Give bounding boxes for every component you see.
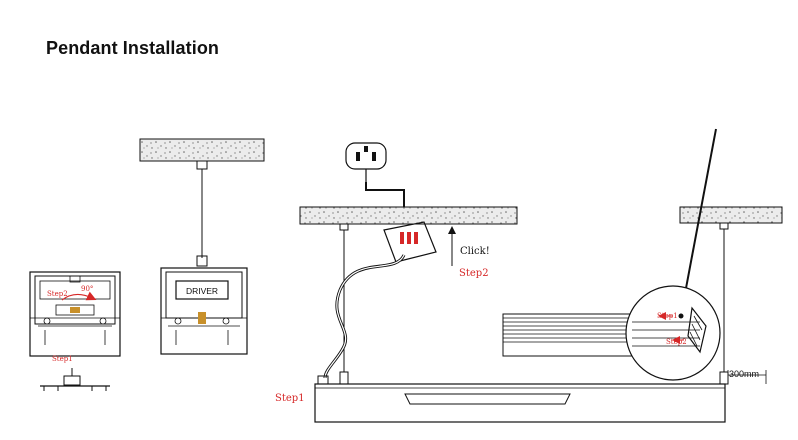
driver-label: DRIVER (186, 286, 218, 296)
step1-label-profile: Step1 (52, 355, 73, 363)
mounting-bracket (40, 368, 110, 391)
page-title: Pendant Installation (46, 38, 220, 58)
step1-label-detail: Step1 (657, 312, 678, 320)
distance-label: 300mm (729, 369, 759, 379)
step1-label-fixture: Step1 (275, 393, 305, 404)
profile-cross-section: Step2 90° Step1 (29, 271, 121, 391)
rotate-arrow-icon (61, 291, 97, 301)
wired-pendant-assembly: Click! Step2 Step1 (275, 142, 729, 423)
step2-label-connector: Step2 (459, 268, 489, 279)
step2-label-detail: Step2 (666, 338, 687, 346)
angle-label: 90° (81, 285, 93, 293)
step2-label-profile: Step2 (47, 290, 68, 298)
suspension-detail: Step1 Step2 300mm (502, 128, 783, 384)
connector-box (383, 221, 437, 263)
click-label: Click! (460, 246, 490, 257)
pendant-with-driver: DRIVER (139, 138, 265, 355)
plug-icon (345, 142, 387, 182)
